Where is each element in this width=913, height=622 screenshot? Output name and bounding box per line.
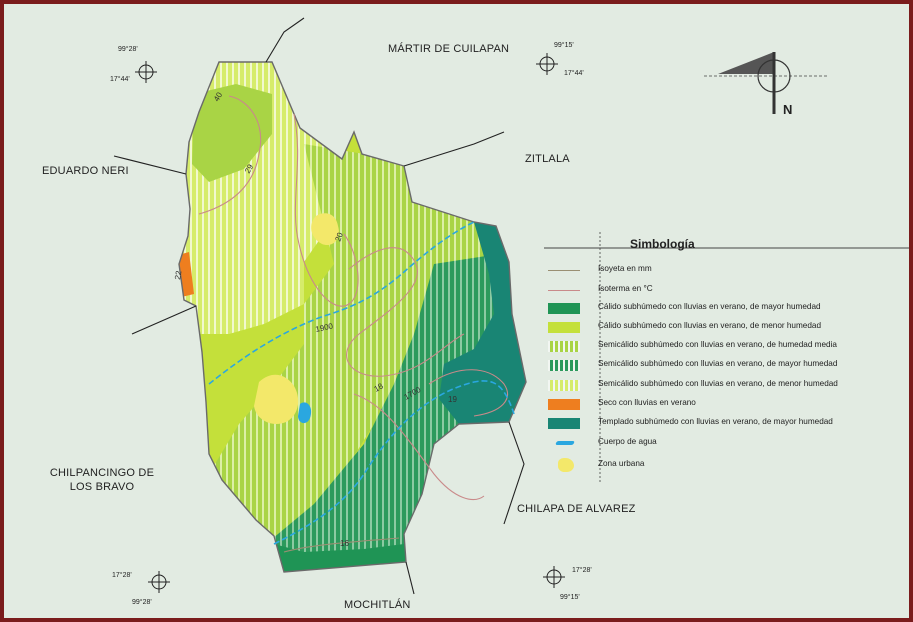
- legend-label: Zona urbana: [598, 459, 645, 468]
- legend-item: Isoyeta en mm: [548, 262, 909, 278]
- legend-item: Semicálido subhúmedo con lluvias en vera…: [548, 377, 909, 393]
- neighbor-southwest-line1: CHILPANCINGO DE: [49, 467, 155, 479]
- coord-se-lat: 17°28': [572, 567, 592, 574]
- isoyeta-line: [283, 537, 400, 553]
- crosshair-icon: [135, 61, 157, 83]
- isolines: [198, 95, 509, 553]
- zone-semicalido-mayor: [266, 254, 524, 572]
- legend-item: Templado subhúmedo con lluvias en verano…: [548, 415, 909, 431]
- isoline-label: 19: [448, 395, 457, 404]
- boundary-line: [113, 155, 187, 175]
- river: [208, 221, 475, 385]
- isoline-label: 20: [333, 231, 345, 243]
- coord-sw-lat: 17°28': [112, 572, 132, 579]
- legend-item: Semicálido subhúmedo con lluvias en vera…: [548, 357, 909, 373]
- boundary-lines: [113, 17, 525, 595]
- legend-title: Simbología: [630, 237, 695, 251]
- lake: [298, 402, 312, 424]
- legend-label: Cuerpo de agua: [598, 437, 657, 446]
- boundary-line: [403, 131, 505, 167]
- coord-ne-lat: 17°44': [564, 70, 584, 77]
- legend-swatch: [548, 341, 580, 352]
- legend-swatch: [548, 303, 580, 314]
- legend-label: Isoterma en °C: [598, 284, 653, 293]
- boundary-line: [265, 17, 305, 63]
- legend-swatch: [548, 360, 580, 371]
- municipality-border: [178, 61, 527, 573]
- legend-swatch: [548, 399, 580, 410]
- river: [273, 380, 515, 545]
- legend-label: Templado subhúmedo con lluvias en verano…: [598, 417, 833, 426]
- neighbor-southwest-line2: LOS BRAVO: [69, 481, 135, 493]
- legend-item: Seco con lluvias en verano: [548, 396, 909, 412]
- coord-nw-lon: 99°28': [118, 46, 138, 53]
- coord-sw-lon: 99°28': [132, 599, 152, 606]
- legend-swatch: [555, 441, 575, 445]
- neighbor-west: EDUARDO NERI: [42, 165, 129, 177]
- legend-item: Cálido subhúmedo con lluvias en verano, …: [548, 319, 909, 335]
- boundary-line: [503, 421, 525, 525]
- legend-item: Zona urbana: [548, 457, 909, 473]
- coord-nw-lat: 17°44': [110, 76, 130, 83]
- crosshair-icon: [536, 53, 558, 75]
- legend-label: Isoyeta en mm: [598, 264, 652, 273]
- zone-semicalido-media: [209, 144, 499, 564]
- boundary-line: [131, 305, 197, 335]
- climate-map: 40 1900 29 1700 20 18 22 16 19: [113, 17, 909, 595]
- north-arrow-icon: [704, 52, 829, 114]
- isoyeta-line: [293, 113, 359, 307]
- legend-item: Isoterma en °C: [548, 282, 909, 298]
- legend-label: Semicálido subhúmedo con lluvias en vera…: [598, 359, 838, 368]
- legend: Simbología Isoyeta en mm Isoterma en °C …: [548, 232, 909, 482]
- legend-swatch: [558, 458, 574, 472]
- legend-label: Cálido subhúmedo con lluvias en verano, …: [598, 321, 822, 330]
- legend-swatch: [548, 270, 580, 271]
- legend-label: Semicálido subhúmedo con lluvias en vera…: [598, 379, 838, 388]
- coord-ne-lon: 99°15': [554, 42, 574, 49]
- isoyeta-line: [353, 393, 485, 500]
- isoyeta-line: [428, 369, 509, 417]
- zone-templado: [439, 222, 526, 424]
- isoline-label: 1900: [315, 321, 335, 334]
- crosshair-icon: [543, 566, 565, 588]
- legend-swatch: [548, 322, 580, 333]
- boundary-line: [405, 561, 415, 595]
- legend-item: Cuerpo de agua: [548, 435, 909, 451]
- north-label: N: [783, 102, 793, 117]
- urban-zone: [254, 374, 299, 425]
- neighbor-north: MÁRTIR DE CUILAPAN: [388, 43, 510, 55]
- legend-swatch: [548, 290, 580, 291]
- neighbor-southeast: CHILAPA DE ALVAREZ: [517, 503, 636, 515]
- urban-zone: [311, 213, 339, 246]
- neighbor-southwest: CHILPANCINGO DE LOS BRAVO: [42, 466, 162, 494]
- isoyeta-line: [198, 95, 262, 215]
- zone-calido-menor-north: [192, 84, 272, 182]
- isoline-label: 22: [173, 269, 184, 280]
- legend-label: Cálido subhúmedo con lluvias en verano, …: [598, 302, 821, 311]
- legend-item: Semicálido subhúmedo con lluvias en vera…: [548, 338, 909, 354]
- crosshair-icon: [148, 571, 170, 593]
- legend-swatch: [548, 380, 580, 391]
- zone-seco: [179, 252, 194, 300]
- legend-item: Cálido subhúmedo con lluvias en verano, …: [548, 300, 909, 316]
- isoline-label: 16: [340, 539, 349, 548]
- coord-se-lon: 99°15': [560, 594, 580, 601]
- legend-label: Seco con lluvias en verano: [598, 398, 696, 407]
- isoyeta-line: [346, 247, 465, 377]
- legend-swatch: [548, 418, 580, 429]
- neighbor-east: ZITLALA: [525, 153, 570, 165]
- legend-label: Semicálido subhúmedo con lluvias en vera…: [598, 340, 837, 349]
- neighbor-south: MOCHITLÁN: [344, 599, 411, 611]
